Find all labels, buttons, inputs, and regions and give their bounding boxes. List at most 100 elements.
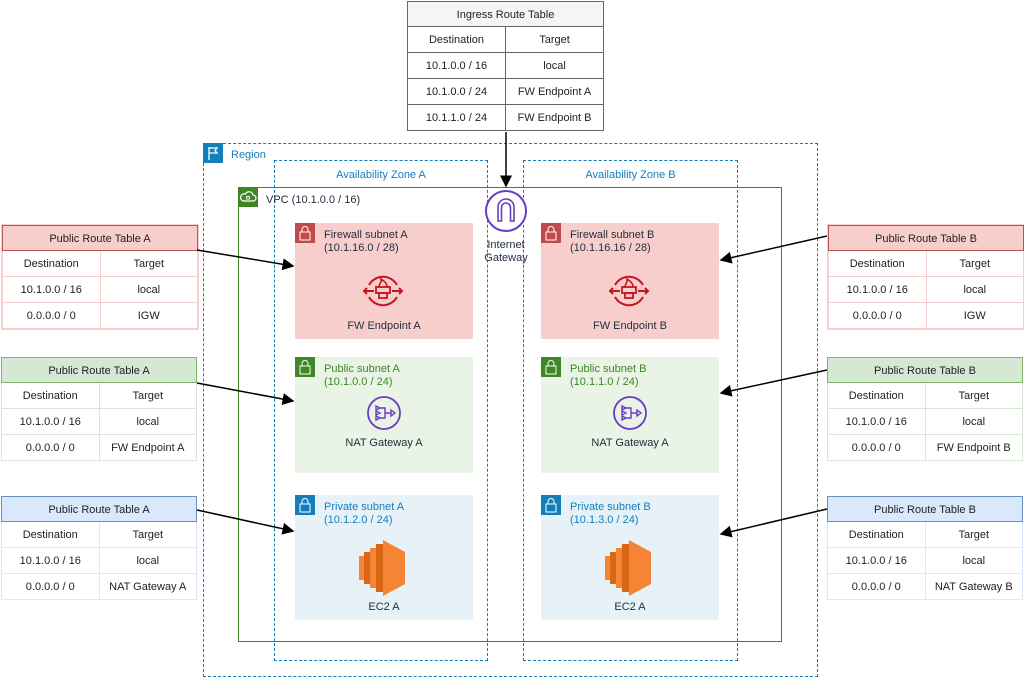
- subnet-cidr: (10.1.2.0 / 24): [324, 514, 393, 526]
- subnet-name: Firewall subnet B: [570, 229, 655, 241]
- resource-label: EC2 A: [368, 601, 400, 613]
- target-cell: local: [925, 409, 1023, 435]
- column-header: Target: [926, 251, 1024, 277]
- cloud-lock-icon: [238, 187, 258, 207]
- az-label: Availability Zone A: [336, 169, 426, 181]
- column-header: Destination: [1, 383, 100, 409]
- table-title: Public Route Table B: [828, 225, 1024, 251]
- destination-cell: 10.1.1.0 / 24: [407, 105, 506, 131]
- igw-label-line2: Gateway: [484, 252, 528, 264]
- column-header: Target: [100, 251, 198, 277]
- destination-cell: 10.1.0.0 / 24: [407, 79, 506, 105]
- resource-label: FW Endpoint B: [593, 320, 667, 332]
- target-cell: local: [99, 548, 197, 574]
- resource-label: NAT Gateway A: [591, 437, 669, 449]
- internet-gateway-label: Internet Gateway: [478, 239, 534, 265]
- az-label: Availability Zone B: [585, 169, 676, 181]
- target-cell: NAT Gateway A: [99, 574, 197, 600]
- firewall-endpoint-icon: [605, 267, 653, 320]
- column-header: Target: [925, 522, 1023, 548]
- column-header: Destination: [827, 383, 926, 409]
- private-subnet-a[interactable]: Private subnet A(10.1.2.0 / 24) EC2 A: [295, 495, 473, 620]
- column-header: Target: [99, 522, 197, 548]
- subnet-name: Private subnet A: [324, 501, 405, 513]
- public-subnet-b[interactable]: Public subnet B(10.1.1.0 / 24) NAT Gatew…: [541, 357, 719, 473]
- lock-icon: [295, 223, 315, 243]
- subnet-name: Public subnet B: [570, 363, 647, 375]
- resource-label: FW Endpoint A: [347, 320, 421, 332]
- destination-cell: 10.1.0.0 / 16: [1, 548, 100, 574]
- destination-cell: 0.0.0.0 / 0: [1, 435, 100, 461]
- table-title: Public Route Table B: [827, 496, 1023, 522]
- subnet-cidr: (10.1.3.0 / 24): [570, 514, 639, 526]
- column-header: Destination: [828, 251, 927, 277]
- column-header: Destination: [407, 27, 506, 53]
- destination-cell: 0.0.0.0 / 0: [2, 303, 101, 329]
- region-label: Region: [231, 149, 266, 161]
- vpc-label: VPC (10.1.0.0 / 16): [266, 194, 361, 206]
- subnet-cidr: (10.1.0.0 / 24): [324, 376, 393, 388]
- firewall-endpoint-icon: [359, 267, 407, 320]
- target-cell: IGW: [926, 303, 1024, 329]
- lock-icon: [541, 223, 561, 243]
- firewall-subnet-b[interactable]: Firewall subnet B(10.1.16.16 / 28) FW En…: [541, 223, 719, 339]
- private-subnet-b[interactable]: Private subnet B(10.1.3.0 / 24) EC2 A: [541, 495, 719, 620]
- nat-gateway-icon: [366, 395, 402, 436]
- internet-gateway-icon[interactable]: [484, 189, 528, 233]
- table-title: Ingress Route Table: [407, 1, 604, 27]
- target-cell: local: [99, 409, 197, 435]
- destination-cell: 10.1.0.0 / 16: [407, 53, 506, 79]
- column-header: Target: [925, 383, 1023, 409]
- igw-label-line1: Internet: [487, 239, 525, 251]
- target-cell: local: [100, 277, 198, 303]
- subnet-name: Firewall subnet A: [324, 229, 408, 241]
- public-subnet-a[interactable]: Public subnet A(10.1.0.0 / 24) NAT Gatew…: [295, 357, 473, 473]
- target-cell: IGW: [100, 303, 198, 329]
- lock-icon: [295, 357, 315, 377]
- ec2-instance-icon: [603, 540, 653, 601]
- subnet-name: Private subnet B: [570, 501, 651, 513]
- resource-label: NAT Gateway A: [345, 437, 423, 449]
- subnet-cidr: (10.1.16.0 / 28): [324, 242, 399, 254]
- column-header: Destination: [827, 522, 926, 548]
- destination-cell: 0.0.0.0 / 0: [827, 574, 926, 600]
- target-cell: NAT Gateway B: [925, 574, 1023, 600]
- subnet-name: Public subnet A: [324, 363, 400, 375]
- subnet-cidr: (10.1.1.0 / 24): [570, 376, 639, 388]
- target-cell: FW Endpoint B: [925, 435, 1023, 461]
- lock-icon: [541, 357, 561, 377]
- destination-cell: 10.1.0.0 / 16: [827, 409, 926, 435]
- destination-cell: 0.0.0.0 / 0: [1, 574, 100, 600]
- firewall-subnet-a[interactable]: Firewall subnet A(10.1.16.0 / 28) FW End…: [295, 223, 473, 339]
- table-title: Public Route Table B: [827, 357, 1023, 383]
- target-cell: FW Endpoint A: [506, 79, 604, 105]
- column-header: Target: [99, 383, 197, 409]
- target-cell: local: [506, 53, 604, 79]
- lock-icon: [541, 495, 561, 515]
- column-header: Destination: [1, 522, 100, 548]
- target-cell: FW Endpoint A: [99, 435, 197, 461]
- column-header: Destination: [2, 251, 101, 277]
